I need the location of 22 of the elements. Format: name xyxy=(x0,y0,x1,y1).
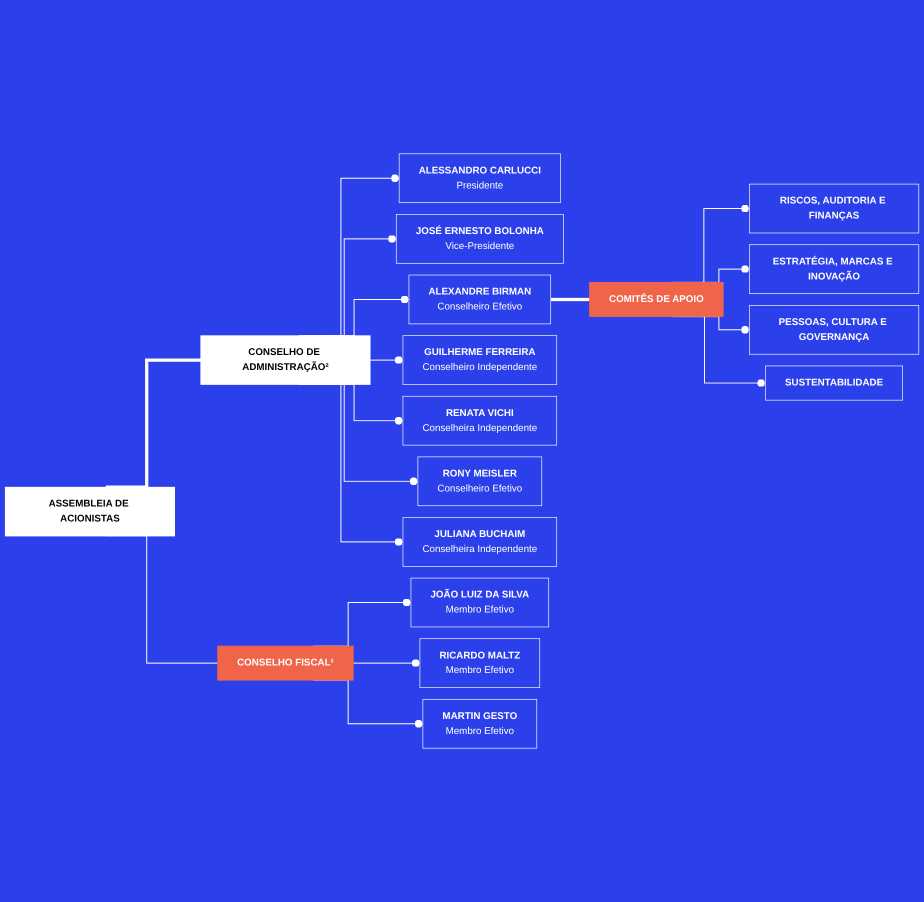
connector xyxy=(352,659,420,668)
node-box: COMITÊS DE APOIO xyxy=(589,282,724,317)
node-box: RICARDO MALTZ Membro Efetivo xyxy=(420,638,540,688)
node-box: JOÃO LUIZ DA SILVA Membro Efetivo xyxy=(410,578,550,628)
node-box: ESTRATÉGIA, MARCAS E INOVAÇÃO xyxy=(749,244,920,294)
connector xyxy=(106,358,201,489)
node-box: RENATA VICHI Conselheira Independente xyxy=(402,396,558,446)
node-box: JOSÉ ERNESTO BOLONHA Vice-Presidente xyxy=(396,214,564,264)
node-box: RONY MEISLER Conselheiro Efetivo xyxy=(418,456,542,506)
node-box: ASSEMBLEIA DE ACIONISTAS xyxy=(4,486,175,536)
connector xyxy=(370,356,404,364)
node-box: ALESSANDRO CARLUCCI Presidente xyxy=(398,153,561,203)
node-box: CONSELHO FISCAL¹ xyxy=(217,646,354,681)
node-box: CONSELHO DE ADMINISTRAÇÃO² xyxy=(200,335,371,385)
node-box: SUSTENTABILIDADE xyxy=(765,366,903,400)
node-box: PESSOAS, CULTURA E GOVERNANÇA xyxy=(749,305,920,355)
node-box: ALEXANDRE BIRMAN Conselheiro Efetivo xyxy=(408,274,552,324)
node-box: RISCOS, AUDITORIA E FINANÇAS xyxy=(749,184,920,234)
connector xyxy=(550,298,590,302)
node-box: GUILHERME FERREIRA Conselheiro Independente xyxy=(402,335,558,385)
node-box: MARTIN GESTO Membro Efetivo xyxy=(422,699,538,749)
node-box: JULIANA BUCHAIM Conselheira Independente xyxy=(402,517,558,567)
